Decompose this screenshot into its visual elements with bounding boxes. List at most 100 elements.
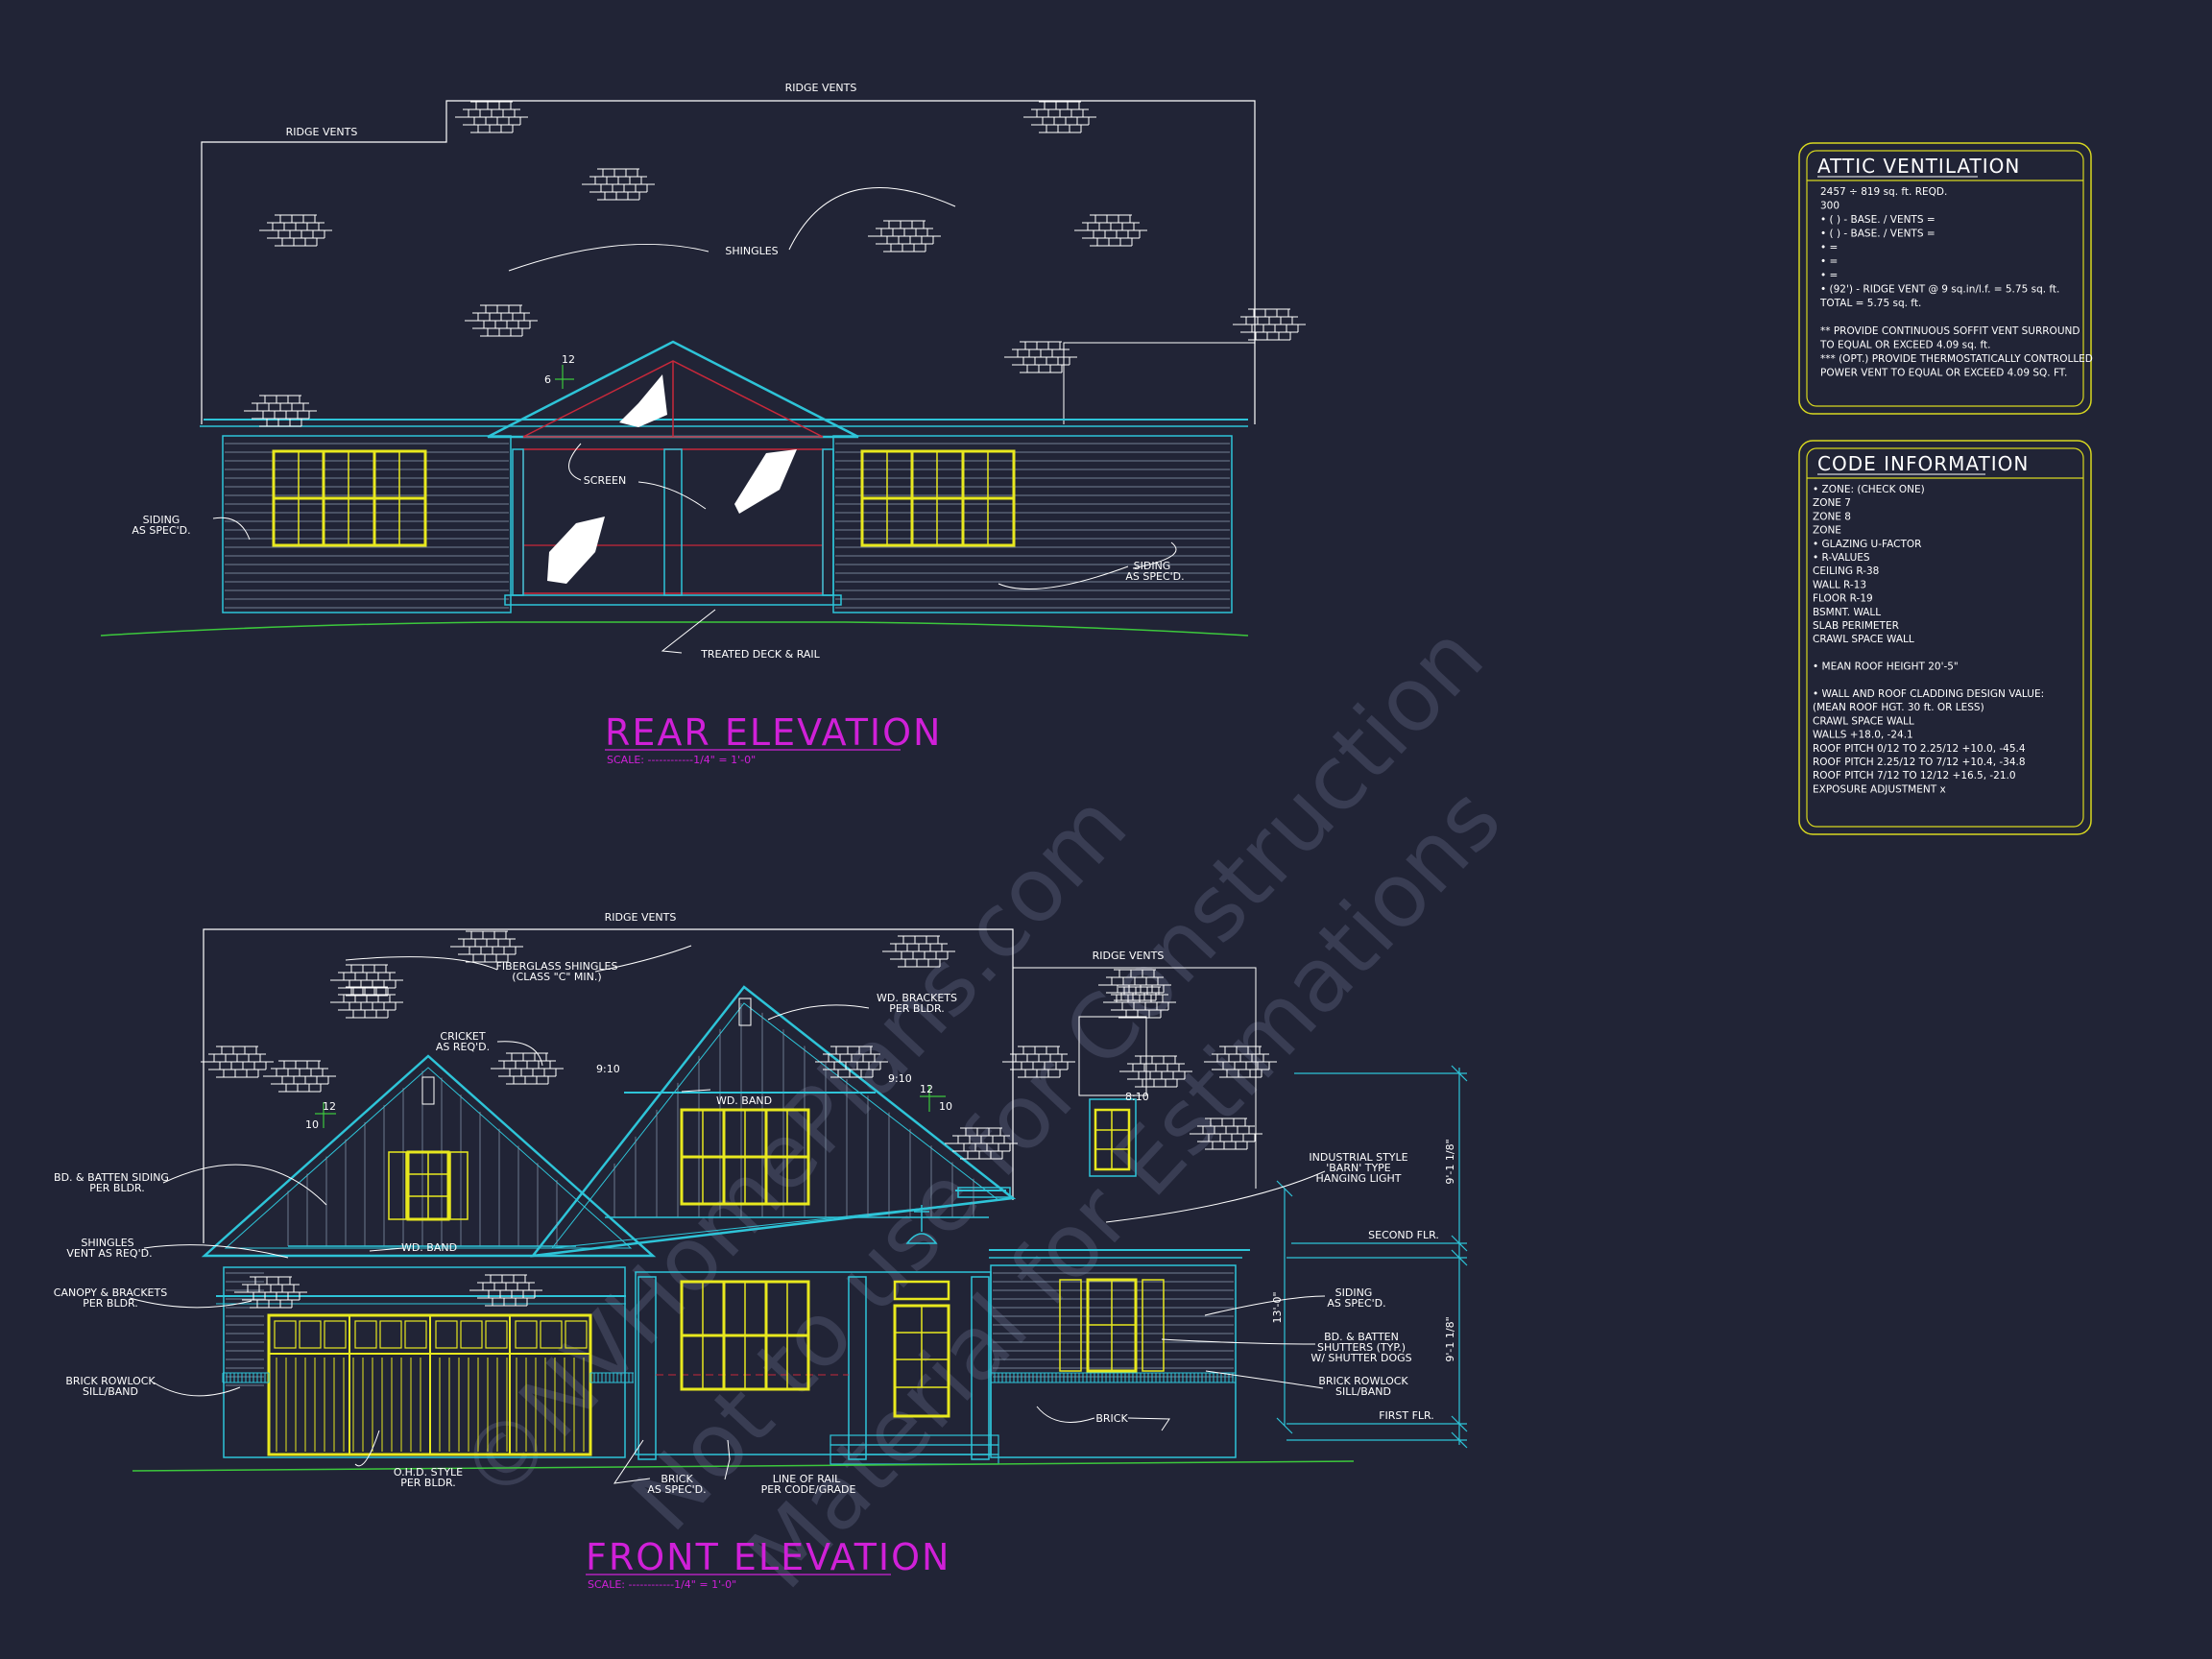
box-line: ZONE 8 — [1813, 511, 1851, 522]
shingle-hatch-mark — [882, 935, 955, 968]
front-label-rowlock-left-2: SILL/BAND — [83, 1385, 138, 1398]
box-line: FLOOR R-19 — [1813, 593, 1873, 605]
front-label-wd-band-upper: WD. BAND — [716, 1094, 772, 1107]
box-line: CRAWL SPACE WALL — [1813, 715, 1914, 727]
front-dim-upper: 9'-1 1/8" — [1444, 1139, 1456, 1184]
box-line: • ( ) - BASE. / VENTS = — [1820, 228, 1936, 240]
rear-label-ridge-vents-left: RIDGE VENTS — [286, 126, 358, 138]
rear-label-siding-right-1: SIDING — [1134, 560, 1171, 572]
rear-label-shingles: SHINGLES — [725, 245, 778, 257]
front-label-fiberglass-1: FIBERGLASS SHINGLES — [496, 960, 618, 973]
front-label-pitch-910-b: 9:10 — [888, 1072, 912, 1085]
front-label-siding-1: SIDING — [1335, 1286, 1373, 1299]
front-garage-door — [267, 1313, 592, 1456]
box-line: CEILING R-38 — [1813, 565, 1879, 577]
front-label-wd-brackets-2: PER BLDR. — [889, 1002, 945, 1015]
front-right-window — [1059, 1278, 1165, 1373]
front-label-rowlock-right-2: SILL/BAND — [1335, 1385, 1391, 1398]
rear-pitch-rise: 6 — [544, 373, 551, 386]
front-elevation-title: FRONT ELEVATION — [586, 1536, 950, 1578]
front-pitch-a-rise: 10 — [305, 1118, 319, 1131]
front-entry-door[interactable] — [893, 1280, 950, 1418]
front-dimensions — [1276, 1065, 1468, 1449]
front-label-shingles-1: SHINGLES — [81, 1237, 133, 1249]
rear-roof-step — [1063, 342, 1255, 424]
box-line: *** (OPT.) PROVIDE THERMOSTATICALLY CONT… — [1820, 353, 2093, 365]
front-label-brick: BRICK — [1095, 1412, 1128, 1425]
front-upper-window — [680, 1108, 810, 1206]
box-line: ROOF PITCH 7/12 TO 12/12 +16.5, -21.0 — [1813, 770, 2016, 781]
front-main-gable-vent — [738, 998, 752, 1026]
box-line: • ( ) - BASE. / VENTS = — [1820, 214, 1936, 226]
box-line: 300 — [1820, 201, 1839, 212]
shingle-hatch-mark — [469, 1274, 542, 1307]
rear-label-screen: SCREEN — [584, 474, 626, 487]
shingle-hatch-mark — [450, 930, 523, 963]
front-elevation: 10 12 10 12 — [54, 911, 1468, 1591]
rear-label-ridge-vents-top: RIDGE VENTS — [785, 82, 857, 94]
box-line: EXPOSURE ADJUSTMENT x — [1813, 783, 1946, 795]
front-porch-post-1 — [637, 1276, 657, 1460]
rear-elevation-title: REAR ELEVATION — [605, 711, 942, 754]
front-dormer — [1089, 1098, 1137, 1177]
front-left-gable-inner — [224, 1067, 633, 1249]
rear-grade-line — [100, 621, 1249, 637]
front-main-window — [680, 1280, 810, 1391]
shingle-hatch-mark — [455, 101, 528, 133]
box-line: CRAWL SPACE WALL — [1813, 634, 1914, 645]
rear-glass-reflection-1 — [619, 374, 667, 427]
shingle-hatch-mark — [491, 1052, 564, 1085]
rear-wall-left — [222, 435, 512, 613]
shingle-hatch-mark — [1002, 1046, 1075, 1078]
front-label-ridge-vents-right: RIDGE VENTS — [1093, 950, 1165, 962]
box-line: • (92') - RIDGE VENT @ 9 sq.in/l.f. = 5.… — [1820, 284, 2059, 296]
rear-window-group-right — [860, 449, 1016, 547]
rear-label-siding-left-2: AS SPEC'D. — [132, 524, 190, 537]
rear-deck — [504, 594, 842, 606]
shingle-hatch-mark — [1074, 214, 1147, 247]
front-label-bd-batten-1: BD. & BATTEN SIDING — [54, 1171, 169, 1184]
front-label-shingles-2: VENT AS REQ'D. — [66, 1247, 152, 1260]
front-left-gable-vent — [421, 1076, 435, 1105]
box-line: ROOF PITCH 2.25/12 TO 7/12 +10.4, -34.8 — [1813, 757, 2026, 768]
attic-ventilation-title: ATTIC VENTILATION — [1817, 155, 2020, 178]
front-shingle-hatch — [201, 930, 1277, 1309]
box-line: • = — [1820, 270, 1838, 281]
box-line: TOTAL = 5.75 sq. ft. — [1819, 298, 1921, 309]
shingle-hatch-mark — [259, 214, 332, 247]
box-line: WALLS +18.0, -24.1 — [1813, 730, 1913, 741]
front-label-ohd-2: PER BLDR. — [400, 1477, 456, 1489]
front-label-shutters-3: W/ SHUTTER DOGS — [1310, 1352, 1411, 1364]
box-line: • = — [1820, 242, 1838, 253]
shingle-hatch-mark — [1204, 1046, 1277, 1078]
rear-pitch-run: 12 — [562, 353, 575, 366]
box-line: • = — [1820, 256, 1838, 268]
rear-glass-reflection-3 — [734, 449, 797, 514]
front-label-shutters-2: SHUTTERS (TYP.) — [1317, 1341, 1406, 1354]
front-label-canopy-1: CANOPY & BRACKETS — [54, 1286, 167, 1299]
front-label-light-2: 'BARN' TYPE — [1326, 1162, 1391, 1174]
code-information-lines: • ZONE: (CHECK ONE) ZONE 7 ZONE 8 ZONE• … — [1813, 484, 2044, 795]
front-porch-post-3 — [971, 1276, 990, 1460]
front-hood — [957, 1187, 1011, 1198]
front-label-bd-batten-2: PER BLDR. — [89, 1182, 145, 1194]
front-pitch-a-run: 12 — [323, 1100, 336, 1113]
front-label-siding-2: AS SPEC'D. — [1327, 1297, 1385, 1310]
front-garage-wall — [223, 1266, 626, 1458]
front-label-rail-2: PER CODE/GRADE — [761, 1483, 856, 1496]
box-line: • MEAN ROOF HEIGHT 20'-5" — [1813, 661, 1959, 673]
rear-elevation-scale: SCALE: ------------1/4" = 1'-0" — [607, 754, 756, 766]
code-information-title: CODE INFORMATION — [1817, 452, 2029, 475]
front-label-second-flr: SECOND FLR. — [1368, 1229, 1439, 1241]
front-porch-post-2 — [848, 1276, 867, 1460]
shingle-hatch-mark — [234, 1276, 307, 1309]
front-label-cricket-2: AS REQ'D. — [436, 1041, 490, 1053]
box-line: BSMNT. WALL — [1813, 607, 1881, 618]
code-information-box: CODE INFORMATION • ZONE: (CHECK ONE) ZON… — [1798, 440, 2092, 835]
attic-ventilation-lines: 2457 ÷ 819 sq. ft. REQD.300• ( ) - BASE.… — [1819, 186, 2093, 379]
box-line: SLAB PERIMETER — [1813, 620, 1899, 632]
box-line: TO EQUAL OR EXCEED 4.09 sq. ft. — [1819, 340, 1990, 351]
front-label-shutters-1: BD. & BATTEN — [1324, 1331, 1399, 1343]
front-label-wd-band-lower: WD. BAND — [401, 1241, 457, 1254]
front-label-light-1: INDUSTRIAL STYLE — [1309, 1151, 1407, 1164]
